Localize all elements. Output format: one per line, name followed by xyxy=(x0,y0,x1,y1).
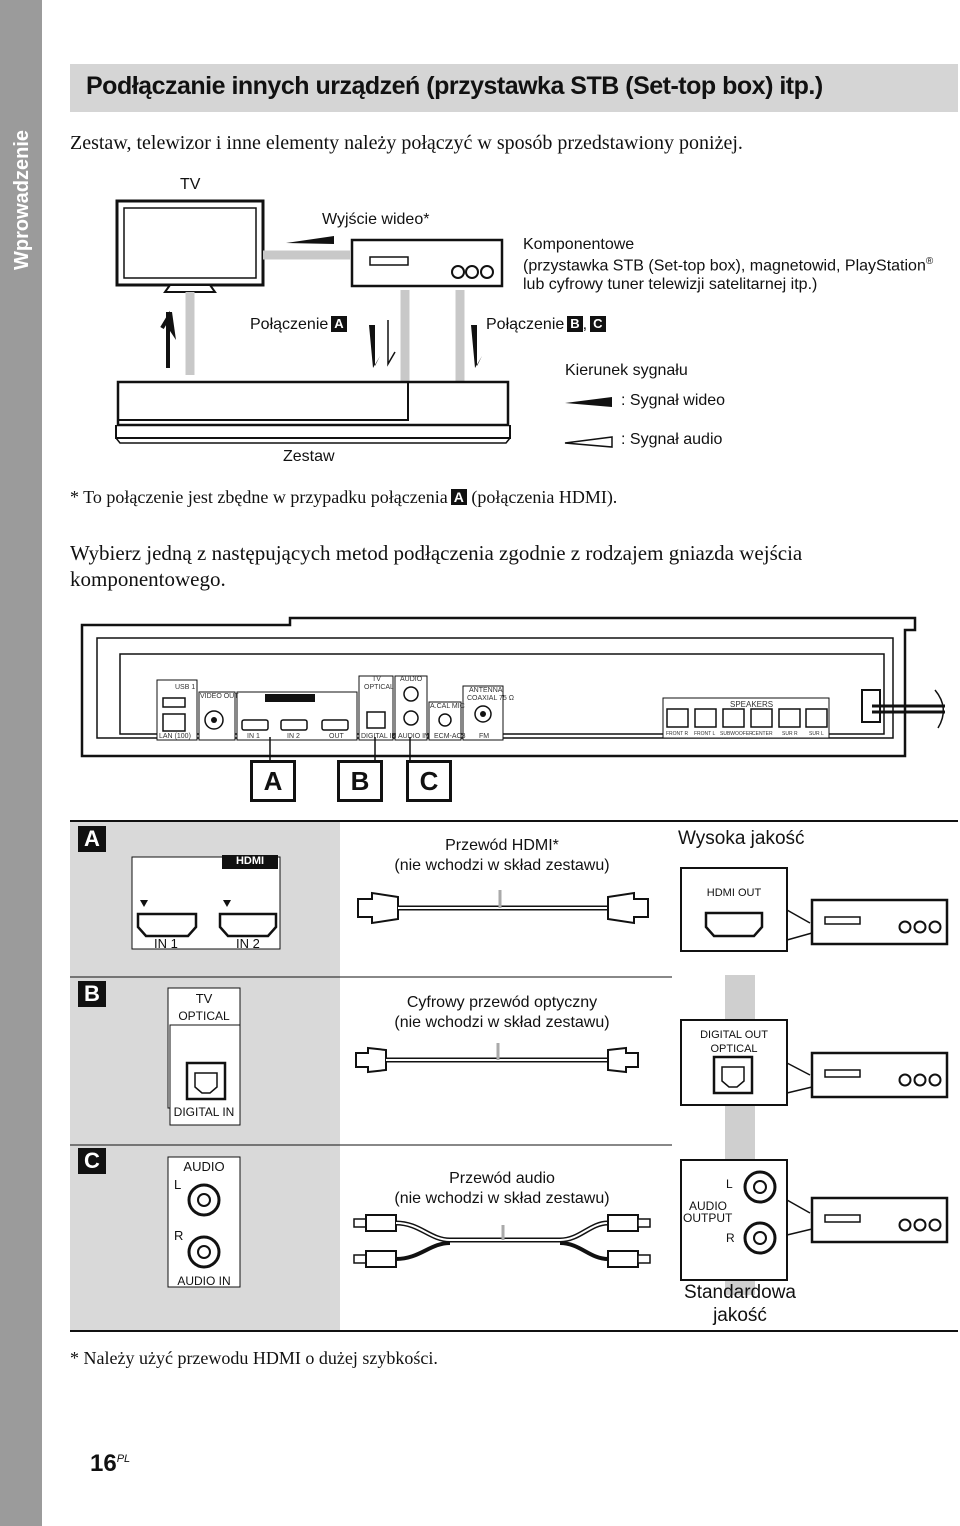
rear-audio-in-label: AUDIO IN xyxy=(398,733,430,740)
rear-fm-label: FM xyxy=(479,733,490,740)
footnote-letter-a: A xyxy=(450,489,467,505)
side-tab: Wprowadzenie xyxy=(0,0,42,1526)
audio-output-l: L xyxy=(726,1177,733,1191)
optical-cable-line1: Cyfrowy przewód optyczny xyxy=(406,994,598,1011)
tv-illustration xyxy=(115,199,265,293)
panel-c-audio-in: AUDIO IN xyxy=(177,1274,231,1288)
panel-b-optical: OPTICAL xyxy=(178,1009,230,1023)
letter-a-badge: A xyxy=(331,316,347,332)
video-out-label: Wyjście wideo* xyxy=(322,211,430,228)
panel-a-in2: IN 2 xyxy=(236,936,260,951)
audio-output-line1: AUDIO xyxy=(689,1199,728,1213)
registered-mark: ® xyxy=(925,256,934,267)
rear-in2-label: IN 2 xyxy=(287,733,300,740)
rear-in1-label: IN 1 xyxy=(247,733,260,740)
audio-cable-line1: Przewód audio xyxy=(449,1170,555,1187)
letter-c-badge: C xyxy=(590,316,606,332)
component-line2: (przystawka STB (Set-top box), magnetowi… xyxy=(523,256,933,275)
footnote-hdmi-note: * To połączenie jest zbędne w przypadku … xyxy=(70,487,617,508)
quality-high: Wysoka jakość xyxy=(678,828,805,849)
video-signal-label: : Sygnał wideo xyxy=(621,392,726,409)
connection-bc-text: Połączenie xyxy=(486,316,565,333)
panel-b-tv: TV xyxy=(195,991,213,1006)
rear-spk-sur-l: SUR L xyxy=(809,731,824,737)
rear-coaxial-label: COAXIAL 75 Ω xyxy=(467,695,514,702)
component-line1: Komponentowe xyxy=(523,236,635,253)
hdmi-out-label: HDMI OUT xyxy=(706,887,762,899)
intro-paragraph: Zestaw, telewizor i inne elementy należy… xyxy=(70,132,743,154)
rear-tv-label: TV xyxy=(372,676,381,683)
component-line3: lub cyfrowy tuner telewizji satelitarnej… xyxy=(523,276,818,293)
rear-mic-label: A.CAL MIC xyxy=(430,703,465,710)
hdmi-cable xyxy=(357,890,649,925)
rear-spk-sur-r: SUR R xyxy=(782,731,798,737)
rear-ecm-label: ECM-AC3 xyxy=(434,733,466,740)
big-letter-b: B xyxy=(337,760,383,802)
connection-diagram xyxy=(115,199,613,448)
panel-b-digital-in: DIGITAL IN xyxy=(173,1105,235,1119)
rear-out-label: OUT xyxy=(329,733,344,740)
page-number: 16PL xyxy=(90,1450,130,1478)
rear-audio-label: AUDIO xyxy=(400,676,423,683)
choose-paragraph: Wybierz jedną z następujących metod podł… xyxy=(70,541,803,591)
title-bar xyxy=(70,64,958,112)
tv-label: TV xyxy=(180,176,201,193)
big-letter-a: A xyxy=(250,760,296,802)
hdmi-cable-line2: (nie wchodzi w skład zestawu) xyxy=(394,857,610,874)
rear-digital-in-label: DIGITAL IN xyxy=(361,733,397,740)
rear-usb-label: USB 1 xyxy=(175,684,196,691)
rear-optical-label: OPTICAL xyxy=(364,684,394,691)
stb-illustration xyxy=(350,238,504,288)
system-illustration xyxy=(115,380,511,444)
big-letter-c: C xyxy=(406,760,452,802)
panel-b-letter: B xyxy=(78,981,106,1007)
panel-a-hdmi-logo: HDMI xyxy=(235,855,265,867)
footnote1-post: (połączenia HDMI). xyxy=(471,487,618,507)
page-number-value: 16 xyxy=(90,1450,117,1477)
signal-direction-label: Kierunek sygnału xyxy=(565,362,688,379)
optical-cable xyxy=(355,1043,639,1074)
panel-c-letter: C xyxy=(78,1148,106,1174)
rear-lan-label: LAN (100) xyxy=(159,733,191,740)
panel-c-l: L xyxy=(174,1177,182,1192)
footnote-hdmi-cable: * Należy użyć przewodu HDMI o dużej szyb… xyxy=(70,1348,438,1368)
letter-b-badge: B xyxy=(567,316,583,332)
audio-signal-label: : Sygnał audio xyxy=(621,431,723,448)
panel-a-in1: IN 1 xyxy=(154,936,178,951)
quality-standard-line1: Standardowa xyxy=(684,1282,796,1303)
audio-cable xyxy=(353,1214,651,1268)
footnote1-pre: * To połączenie jest zbędne w przypadku … xyxy=(70,487,448,507)
system-label: Zestaw xyxy=(283,448,335,465)
rear-video-out-label: VIDEO OUT xyxy=(200,693,239,700)
connection-panels xyxy=(70,820,958,1332)
optical-cable-line2: (nie wchodzi w skład zestawu) xyxy=(394,1014,610,1031)
comma: , xyxy=(582,316,588,333)
digital-out-optical-label: OPTICAL xyxy=(710,1043,758,1055)
rear-antenna-label: ANTENNA xyxy=(469,687,503,694)
rear-spk-subwoofer: SUBWOOFER xyxy=(720,731,753,737)
rear-spk-center: CENTER xyxy=(752,731,773,737)
digital-out-label: DIGITAL OUT xyxy=(700,1029,768,1041)
panel-c-r: R xyxy=(174,1228,184,1243)
rear-spk-front-r: FRONT R xyxy=(666,731,689,737)
audio-output-r: R xyxy=(726,1231,735,1245)
hdmi-cable-line1: Przewód HDMI* xyxy=(445,837,559,854)
audio-cable-line2: (nie wchodzi w skład zestawu) xyxy=(394,1190,610,1207)
audio-output-line2: OUTPUT xyxy=(683,1211,733,1225)
panel-c-audio: AUDIO xyxy=(183,1159,225,1174)
connection-a-text: Połączenie xyxy=(250,316,329,333)
component-line2-text: (przystawka STB (Set-top box), magnetowi… xyxy=(523,257,926,275)
rear-spk-front-l: FRONT L xyxy=(694,731,716,737)
panel-a-letter: A xyxy=(78,826,106,852)
page-title: Podłączanie innych urządzeń (przystawka … xyxy=(86,72,823,100)
rear-panel-illustration xyxy=(80,616,945,758)
pointer-lines xyxy=(269,737,411,761)
page-suffix: PL xyxy=(116,1453,131,1465)
rear-speakers-label: SPEAKERS xyxy=(730,700,774,709)
quality-standard-line2: jakość xyxy=(713,1305,767,1326)
